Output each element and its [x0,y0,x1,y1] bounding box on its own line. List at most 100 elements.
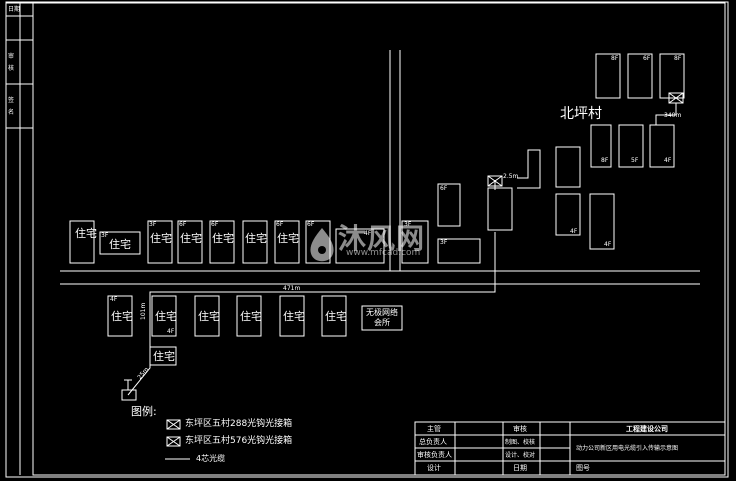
legend-box-icon-288 [166,419,181,430]
village-label: 北坪村 [560,106,602,122]
building-e4 [590,124,612,168]
legend-box-icon-576 [166,436,181,447]
side-label-check-1: 审 [8,53,15,60]
house-s7-label: 住宅 [153,350,175,363]
building-e3 [589,193,615,250]
house-n2-floor: 3F [101,232,109,239]
house-n2 [99,231,141,255]
house-s1-floor: 4F [110,296,118,303]
house-s2-floor: 4F [167,328,175,335]
house-n4-floor: 6F [179,221,187,228]
house-n9 [335,228,385,264]
house-n6-label: 住宅 [245,232,267,245]
house-n4 [177,220,203,264]
house-s4-label: 住宅 [240,310,262,323]
house-s1-label: 住宅 [111,310,133,323]
distance-vertical: 101m [140,302,147,320]
building-e5-floor: 5F [631,157,639,164]
house-s5 [279,295,305,337]
legend-title: 图例: [131,405,157,418]
tb-drawing-title: 动力公司新区用电光缆引入传输示意图 [576,445,679,452]
side-label-check-2: 核 [8,65,15,72]
tb-role-3: 审核负责人 [417,451,452,459]
house-n9-floor: 4F [364,230,372,237]
house-n5-floor: 6F [211,221,219,228]
house-n7-label: 住宅 [277,232,299,245]
house-s3-label: 住宅 [198,310,220,323]
watermark-url: www.mfcad.com [346,248,421,258]
building-e1 [555,146,581,188]
distance-north-branch: 340m [664,112,682,119]
house-n3 [147,220,173,264]
building-ne1 [595,53,621,99]
drawing-border [32,2,726,476]
house-s2 [151,295,177,337]
side-label-sign-2: 名 [8,109,15,116]
building-e2 [555,193,581,236]
building-e3-floor: 4F [604,241,612,248]
tb-check-3: 设计、校对 [505,452,536,459]
side-label-sign-1: 签 [8,97,15,104]
building-ne1-floor: 8F [611,55,619,62]
legend-item-cable: 4芯光缆 [196,454,226,463]
house-n10 [401,220,429,264]
house-s6-label: 住宅 [325,310,347,323]
building-ne2 [627,53,653,99]
building-ne2-floor: 6F [643,55,651,62]
house-n3-label: 住宅 [150,232,172,245]
tb-drawing-no: 图号 [576,464,590,472]
distance-junction: 2.5m [503,173,519,180]
house-n5 [209,220,235,264]
antenna-box [121,389,137,401]
house-s5-label: 住宅 [283,310,305,323]
tb-role-2: 总负责人 [419,438,447,446]
junction-box-north [668,92,684,104]
tb-role-4: 设计 [427,464,441,472]
legend-item-288: 东坪区五村288光钩光接箱 [185,419,293,429]
house-n7-floor: 6F [276,221,284,228]
house-s3 [194,295,220,337]
junction-box-central [487,175,503,187]
cable-north-branch [655,103,677,125]
watermark-logo-icon [310,228,334,262]
tb-role-1: 主管 [427,425,441,433]
house-n7 [274,220,300,264]
house-s7 [149,346,177,366]
building-e4-floor: 8F [601,157,609,164]
cable-route-main [127,232,496,396]
tb-design-org: 工程建设公司 [626,425,668,433]
house-n12-floor: 3F [440,239,448,246]
building-junction [487,187,513,231]
house-s6 [321,295,347,337]
watermark-brand: 沐风网 [338,222,426,255]
building-l [517,149,541,189]
tb-date-label: 日期 [513,464,527,472]
tb-check-1: 审核 [513,425,527,433]
facility-label: 无极网络会所 [366,308,398,327]
house-n1-label-1: 住宅 [75,227,97,240]
house-s2-label: 住宅 [155,310,177,323]
house-n4-label: 住宅 [180,232,202,245]
house-n11-floor: 6F [440,185,448,192]
house-n12 [437,238,481,264]
house-n6 [242,220,268,264]
house-s1 [107,295,133,337]
building-ne3 [659,53,685,99]
building-ne3-floor: 8F [674,55,682,62]
house-n11 [437,183,461,227]
building-e6-floor: 4F [664,157,672,164]
house-n3-floor: 3F [149,221,157,228]
house-n8-floor: 6F [307,221,315,228]
house-n10-floor: 3F [404,221,412,228]
tb-check-2: 制图、校核 [505,439,536,446]
house-n5-label: 住宅 [212,232,234,245]
side-label-date: 日期 [8,6,21,13]
drawing-frame [5,1,729,478]
house-s4 [236,295,262,337]
legend-item-576: 东坪区五村576光钩光接箱 [185,436,293,446]
house-n1 [69,220,95,264]
distance-main-road: 471m [283,285,301,292]
building-e2-floor: 4F [570,228,578,235]
